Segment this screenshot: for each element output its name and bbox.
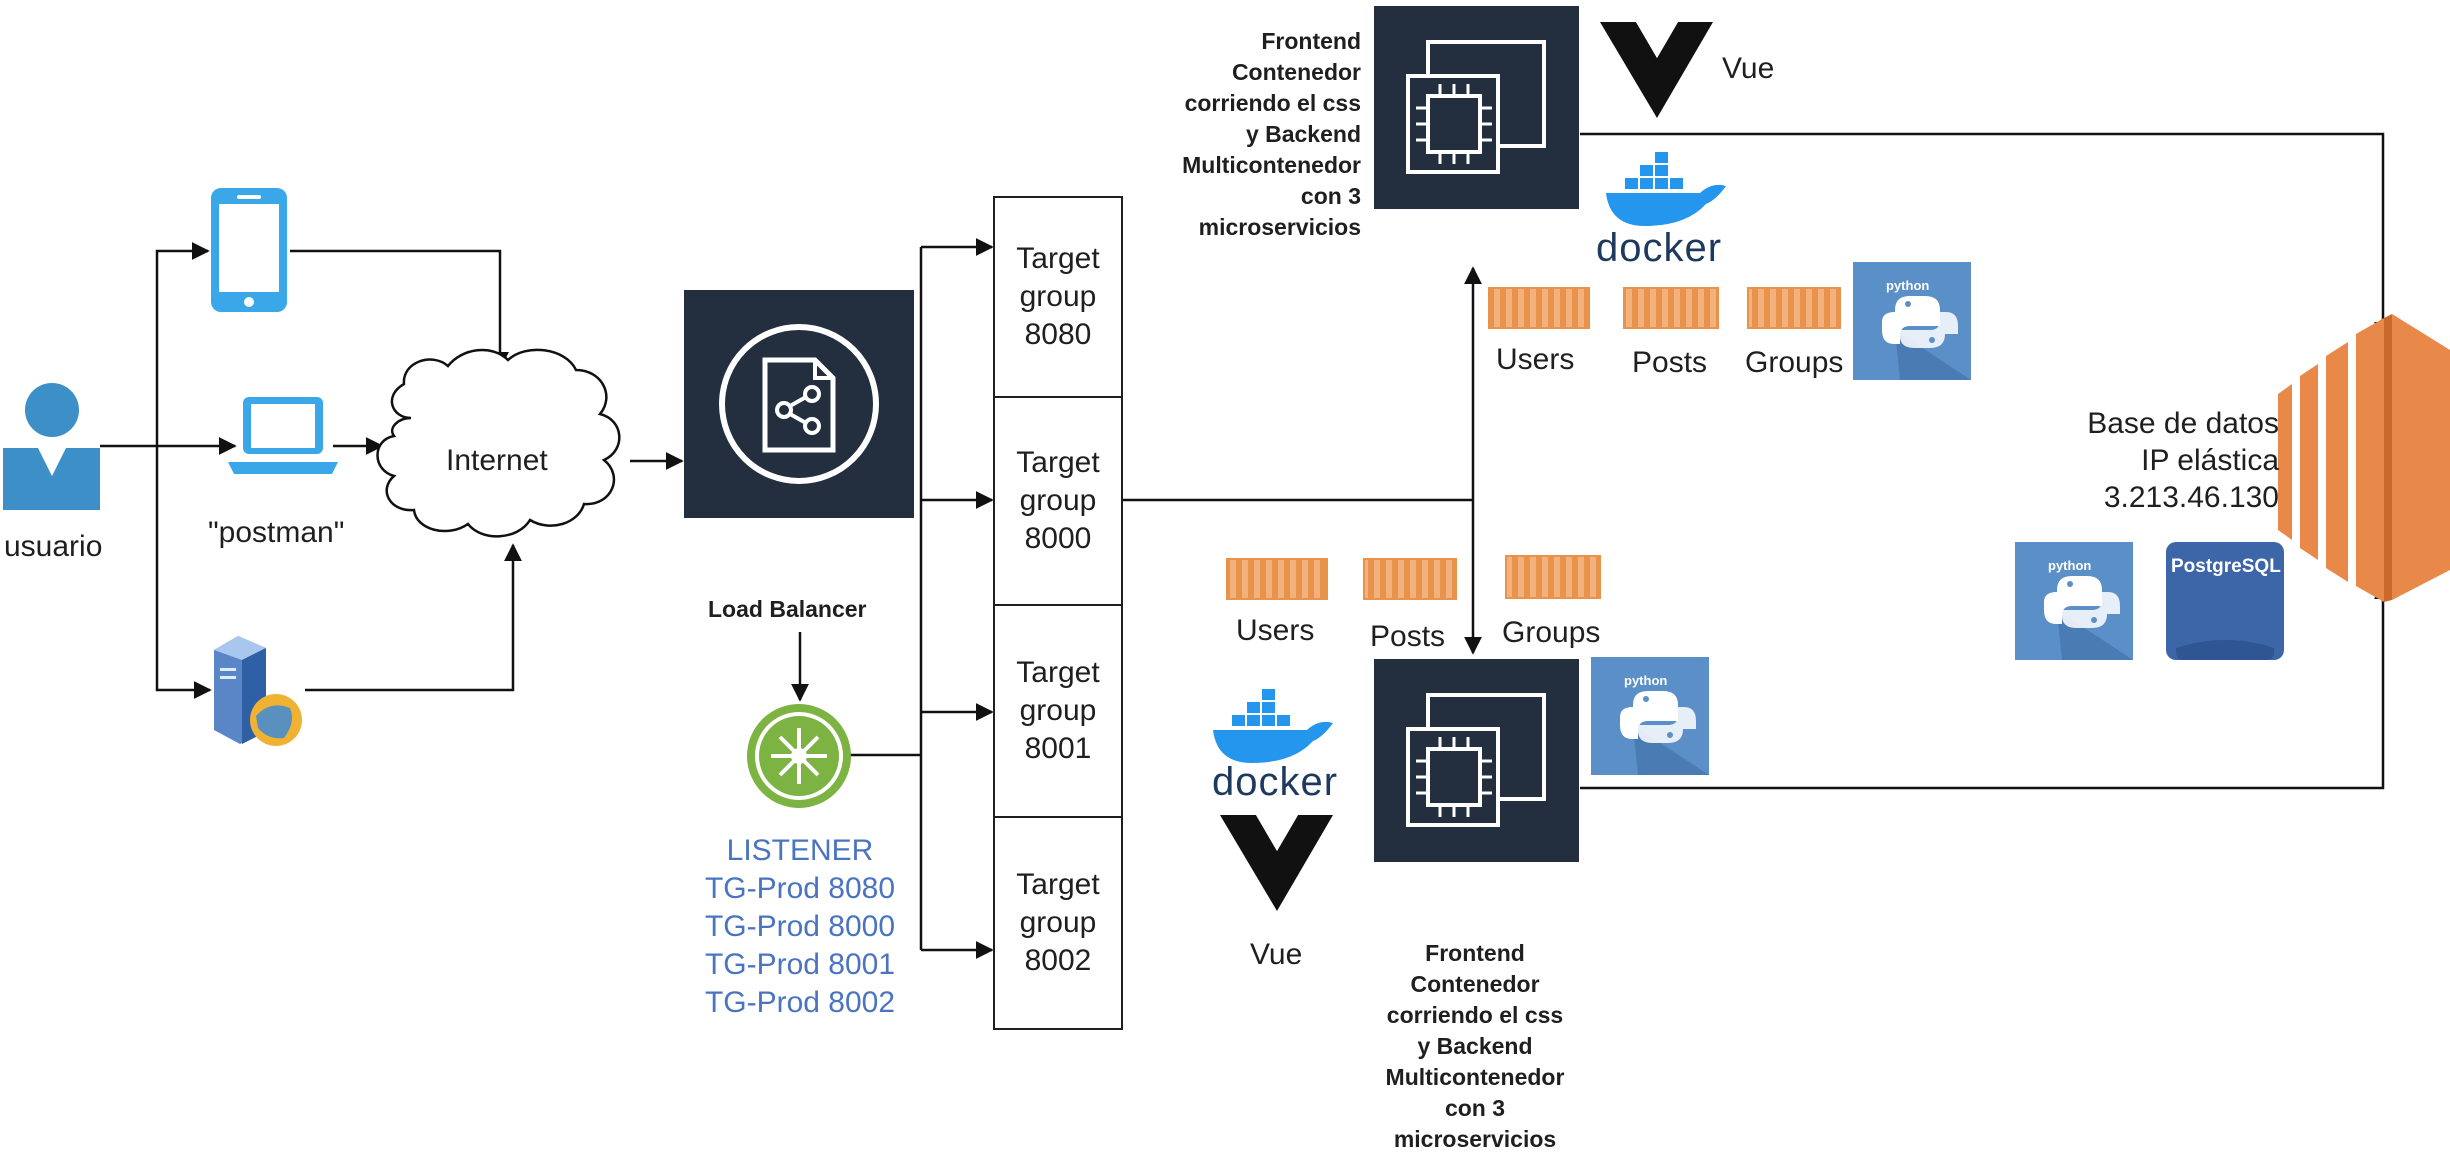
target-group-8000[interactable]: Target group 8000 — [993, 396, 1123, 606]
top-instance-note: Frontend Contenedor corriendo el css y B… — [1182, 26, 1361, 243]
phone-icon — [211, 188, 287, 312]
note-line: microservicios — [1198, 214, 1361, 240]
listener-rule: TG-Prod 8002 — [704, 986, 896, 1019]
top-service-containers — [1488, 287, 1841, 329]
laptop-label: "postman" — [208, 516, 345, 549]
top-service-posts: Posts — [1632, 346, 1708, 379]
load-balancer-label: Load Balancer — [708, 596, 867, 622]
user-label: usuario — [4, 530, 103, 563]
note-line: Frontend — [1261, 28, 1361, 54]
top-python-logo-icon — [1853, 262, 1971, 380]
note-line: Frontend — [1425, 940, 1525, 966]
top-vue-logo-icon — [1600, 22, 1713, 118]
note-line: y Backend — [1245, 121, 1361, 147]
tg-port: 8001 — [1024, 732, 1092, 765]
target-group-8080[interactable]: Target group 8080 — [993, 196, 1123, 398]
tg-text: group — [1019, 694, 1097, 727]
listener-rule: TG-Prod 8001 — [704, 948, 896, 981]
top-service-users: Users — [1496, 343, 1575, 376]
target-group-8002[interactable]: Target group 8002 — [993, 816, 1123, 1030]
bottom-instance-to-db-edge — [1580, 581, 2392, 790]
database-label: Base de datos IP elástica 3.213.46.130 — [2087, 405, 2279, 516]
bottom-docker-label: docker — [1212, 760, 1339, 804]
internet-label: Internet — [446, 444, 548, 477]
bottom-instance-icon — [1374, 659, 1579, 862]
bottom-service-posts: Posts — [1370, 620, 1446, 653]
server-to-internet-edge — [305, 543, 522, 692]
note-line: con 3 — [1300, 183, 1361, 209]
note-line: Multicontenedor — [1385, 1064, 1565, 1090]
top-docker-logo-icon — [1606, 152, 1726, 226]
top-vue-label: Vue — [1722, 52, 1775, 85]
top-groups-container-icon — [1747, 287, 1841, 329]
load-balancer-icon — [684, 290, 914, 518]
tg-text: Target — [1016, 656, 1100, 689]
web-server-icon — [214, 636, 302, 746]
top-instance-to-db-edge — [1580, 132, 2392, 340]
tg-text: Target — [1016, 868, 1100, 901]
top-instance-icon — [1374, 6, 1579, 209]
bottom-service-containers — [1226, 555, 1601, 600]
bottom-users-container-icon — [1226, 558, 1328, 600]
tg-text: group — [1019, 484, 1097, 517]
bottom-docker-logo-icon — [1213, 689, 1333, 763]
top-python-label: python — [1886, 278, 1930, 293]
top-docker-label: docker — [1596, 226, 1723, 270]
bottom-vue-label: Vue — [1250, 938, 1303, 971]
tg-text: group — [1019, 280, 1097, 313]
note-line: corriendo el css — [1386, 1002, 1564, 1028]
top-users-container-icon — [1488, 287, 1590, 329]
user-icon — [3, 383, 100, 510]
bottom-groups-container-icon — [1505, 555, 1601, 599]
user-to-server-edge — [155, 446, 212, 699]
tg-port: 8000 — [1024, 522, 1092, 555]
note-line: con 3 — [1444, 1095, 1506, 1121]
note-line: corriendo el css — [1184, 90, 1361, 116]
internet-cloud-shape — [376, 348, 621, 538]
bottom-service-groups: Groups — [1502, 616, 1601, 649]
bottom-python-label: python — [1624, 673, 1668, 688]
tg-text: group — [1019, 906, 1097, 939]
db-python-logo-icon — [2015, 542, 2133, 660]
postgresql-label: PostgreSQL — [2171, 556, 2281, 577]
db-line: IP elástica — [2141, 444, 2279, 477]
note-line: Multicontenedor — [1182, 152, 1361, 178]
bottom-service-users: Users — [1236, 614, 1315, 647]
user-to-phone-edge — [155, 242, 210, 446]
note-line: Contenedor — [1231, 59, 1361, 85]
laptop-icon — [228, 397, 338, 474]
bottom-posts-container-icon — [1363, 558, 1457, 600]
top-service-groups: Groups — [1745, 346, 1844, 379]
bottom-instance-note: Frontend Contenedor corriendo el css y B… — [1364, 938, 1586, 1155]
tg-text: Target — [1016, 446, 1100, 479]
listener-rule: TG-Prod 8000 — [704, 910, 896, 943]
bottom-vue-logo-icon — [1220, 815, 1333, 911]
postgresql-logo-icon — [2166, 542, 2284, 660]
db-python-label: python — [2048, 558, 2092, 573]
tg-port: 8080 — [1024, 318, 1092, 351]
db-line: 3.213.46.130 — [2103, 481, 2279, 514]
target-group-8001[interactable]: Target group 8001 — [993, 604, 1123, 818]
tg-port: 8002 — [1024, 944, 1092, 977]
db-line: Base de datos — [2087, 407, 2279, 440]
connectors — [100, 132, 2392, 959]
note-line: Contenedor — [1410, 971, 1540, 997]
database-icon — [2278, 314, 2450, 602]
listener-icon — [747, 704, 851, 808]
tg-text: Target — [1016, 242, 1100, 275]
top-posts-container-icon — [1623, 287, 1719, 329]
listener-rules: LISTENER TG-Prod 8080 TG-Prod 8000 TG-Pr… — [682, 832, 918, 1022]
listener-title: LISTENER — [726, 834, 874, 867]
note-line: microservicios — [1393, 1126, 1557, 1152]
note-line: y Backend — [1417, 1033, 1533, 1059]
phone-to-internet-edge — [290, 249, 509, 370]
bottom-python-logo-icon — [1591, 657, 1709, 775]
listener-rule: TG-Prod 8080 — [704, 872, 896, 905]
